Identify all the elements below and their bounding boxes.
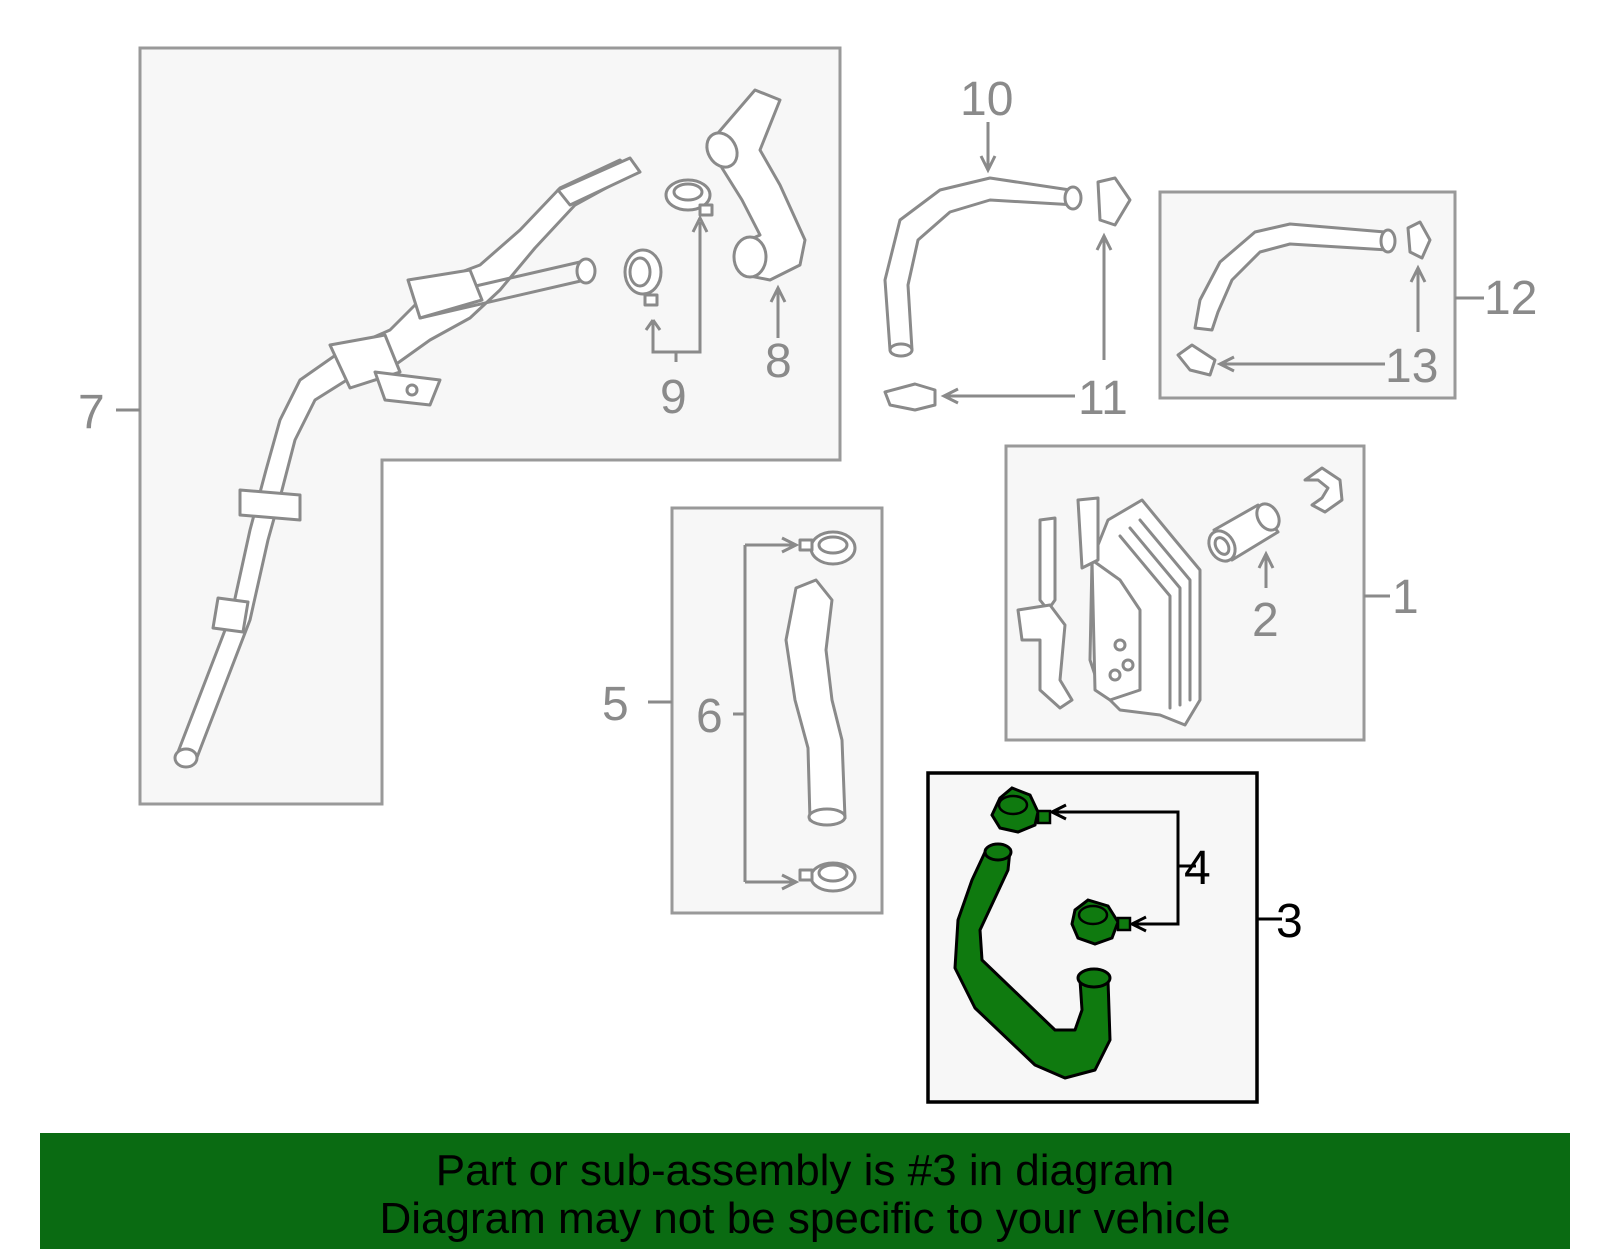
leader-8: [769, 284, 787, 338]
banner-line-1: Part or sub-assembly is #3 in diagram: [435, 1146, 1175, 1195]
callout-4: 4: [1184, 842, 1211, 895]
group-10-11[interactable]: [883, 122, 1132, 412]
callout-10: 10: [960, 73, 1013, 126]
callout-1: 1: [1392, 571, 1419, 624]
hose-part-6: [784, 578, 847, 822]
hose-part-8: [705, 88, 807, 282]
cooler-part-1: [1016, 496, 1202, 727]
clip-part-13-lower: [1176, 343, 1217, 377]
group-1[interactable]: [1004, 444, 1390, 742]
clamps-part-9: [623, 178, 714, 307]
banner-line-2: Diagram may not be specific to your vehi…: [379, 1194, 1231, 1243]
leader-4: [1048, 803, 1196, 933]
leader-11: [940, 232, 1113, 405]
panel-7: [138, 46, 842, 806]
part-info-banner: Part or sub-assembly is #3 in diagram Di…: [40, 1133, 1570, 1249]
callout-2: 2: [1252, 594, 1279, 647]
callout-6: 6: [696, 690, 723, 743]
panel-5: [670, 506, 884, 915]
leader-10: [979, 122, 997, 174]
leader-6: [733, 536, 800, 891]
callout-13: 13: [1385, 340, 1438, 393]
clamps-part-4: [990, 786, 1132, 946]
callout-11: 11: [1078, 372, 1128, 425]
group-7[interactable]: [116, 46, 842, 806]
callout-12: 12: [1484, 272, 1537, 325]
callout-5: 5: [602, 678, 629, 731]
clip-part-13-upper: [1406, 220, 1432, 260]
callout-8: 8: [765, 335, 792, 388]
group-12[interactable]: [1158, 190, 1484, 400]
leader-13: [1216, 264, 1427, 373]
callout-3: 3: [1276, 895, 1303, 948]
leader-2: [1257, 550, 1275, 588]
clip-part-11-upper: [1096, 176, 1132, 227]
leader-9: [644, 214, 709, 362]
callout-7: 7: [78, 386, 105, 439]
group-3-highlighted[interactable]: [926, 771, 1282, 1104]
hose-part-10: [883, 176, 1078, 352]
pipe-assembly-part-7: [173, 156, 642, 769]
fitting-part-2: [1207, 466, 1344, 563]
group-5[interactable]: [648, 506, 884, 915]
clip-part-11-lower: [883, 382, 937, 412]
callout-9: 9: [660, 371, 687, 424]
clamps-part-6: [798, 530, 857, 893]
